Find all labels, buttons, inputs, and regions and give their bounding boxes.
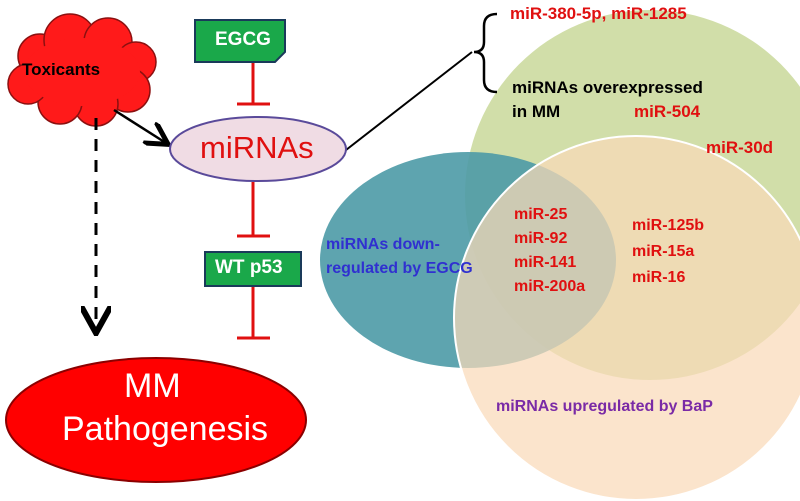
- mm-label-line2: Pathogenesis: [62, 410, 269, 448]
- triple-overlap-list: miR-25 miR-92 miR-141 miR-200a: [514, 203, 585, 299]
- mirna-item: miR-200a: [514, 278, 586, 295]
- egcg-circle-label-line1: miRNAs down-: [326, 236, 440, 253]
- toxicants-label: Toxicants: [22, 60, 101, 79]
- mm-bap-overlap-list: miR-125b miR-15a miR-16: [632, 213, 704, 291]
- mirna-item: miR-125b: [632, 217, 705, 234]
- mm-pathogenesis-ellipse: [5, 357, 307, 483]
- overexpressed-top-mirnas: miR-380-5p, miR-1285: [510, 4, 687, 23]
- venn-circle-bap: [453, 135, 800, 501]
- mirnas-oval: [169, 116, 347, 182]
- egcg-label: EGCG: [215, 29, 271, 50]
- overexpressed-label-line2: in MM: [512, 102, 561, 121]
- mirna-item: miR-92: [514, 230, 568, 247]
- toxicants-cloud: [7, 13, 157, 127]
- overexpressed-label-line1: miRNAs overexpressed: [512, 78, 703, 97]
- connector-line: [345, 51, 473, 151]
- mir504-label: miR-504: [634, 102, 701, 121]
- arrow-toxicants-mirnas: [113, 108, 166, 143]
- mirna-item: miR-25: [514, 206, 568, 223]
- mirna-item: miR-15a: [632, 243, 695, 260]
- mir30d-label: miR-30d: [706, 138, 774, 157]
- mirna-item: miR-141: [514, 254, 577, 271]
- wt-p53-box: [204, 251, 302, 287]
- egcg-box: [194, 19, 286, 63]
- bracket: [473, 12, 498, 94]
- mirnas-label: miRNAs: [200, 130, 314, 165]
- mm-label-line1: MM: [124, 367, 181, 405]
- wt-p53-label: WT p53: [215, 257, 283, 278]
- bap-circle-label: miRNAs upregulated by BaP: [496, 398, 713, 415]
- egcg-circle-label-line2: regulated by EGCG: [326, 260, 473, 277]
- mirna-item: miR-16: [632, 269, 686, 286]
